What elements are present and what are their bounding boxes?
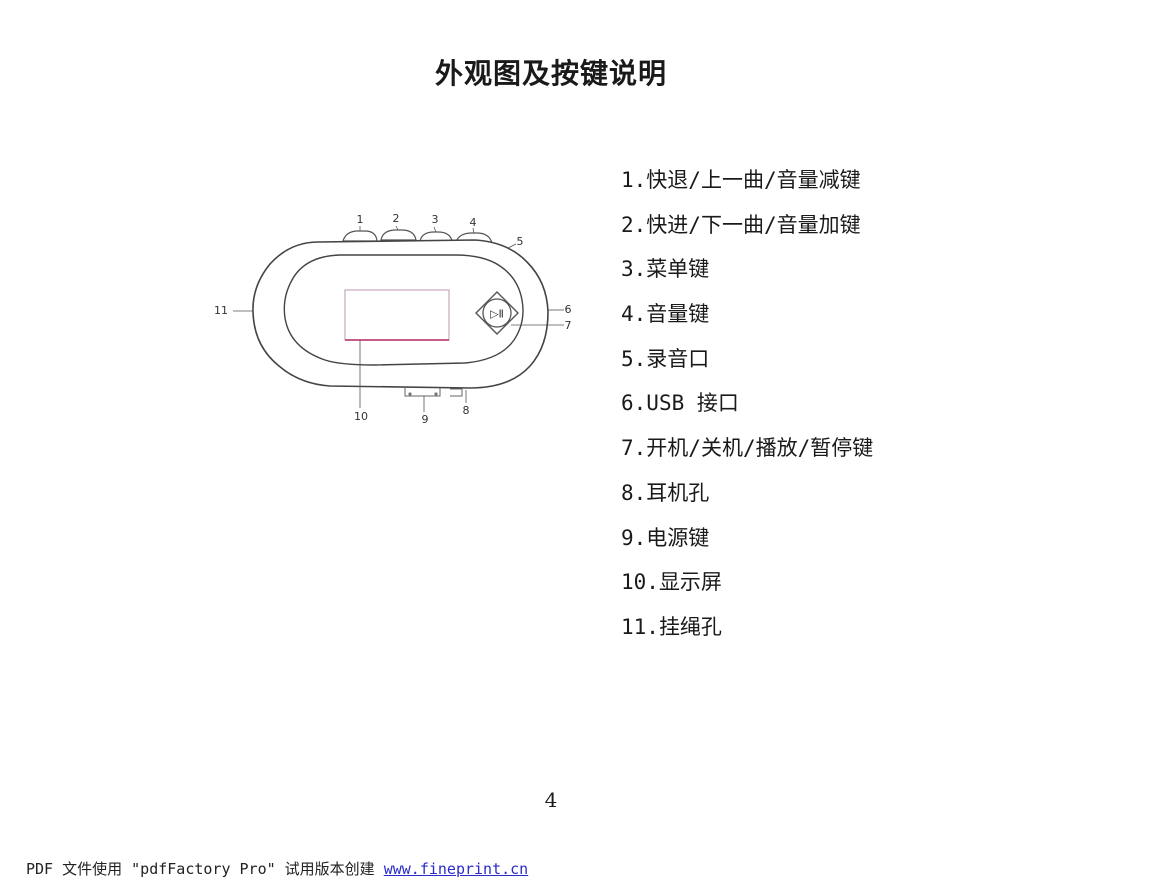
footer-text: PDF 文件使用 "pdfFactory Pro" 试用版本创建 — [26, 860, 384, 878]
item-text: 快进/下一曲/音量加键 — [646, 212, 861, 237]
pdf-footer: PDF 文件使用 "pdfFactory Pro" 试用版本创建 www.fin… — [26, 858, 528, 879]
list-item: 11.挂绳孔 — [621, 607, 873, 652]
callout-2: 2 — [393, 212, 400, 225]
item-number: 4. — [621, 302, 647, 327]
play-pause-icon: ▷Ⅱ — [490, 308, 504, 321]
list-item: 10.显示屏 — [621, 562, 873, 607]
item-text: 耳机孔 — [646, 480, 710, 505]
item-text: 录音口 — [646, 346, 710, 371]
item-number: 2. — [621, 212, 647, 237]
callout-8: 8 — [463, 404, 470, 417]
item-text: 音量键 — [646, 302, 710, 327]
bottom-detail-dot — [434, 392, 438, 396]
menu-button-shape — [419, 231, 453, 242]
play-circle — [482, 298, 512, 328]
device-diagram: ▷Ⅱ 1 2 3 4 5 6 7 8 9 10 11 — [200, 200, 590, 440]
rewind-button-shape — [342, 230, 378, 242]
item-number: 3. — [621, 257, 647, 282]
list-item: 7.开机/关机/播放/暂停键 — [621, 428, 873, 473]
item-number: 5. — [621, 346, 647, 371]
item-text: 菜单键 — [646, 257, 710, 282]
callout-4: 4 — [470, 216, 477, 229]
callout-6: 6 — [565, 303, 572, 316]
list-item: 8.耳机孔 — [621, 473, 873, 518]
callout-3: 3 — [432, 213, 439, 226]
earphone-jack-shape — [450, 388, 463, 397]
item-number: 11. — [621, 614, 659, 639]
item-text: 挂绳孔 — [658, 614, 722, 639]
item-text: USB 接口 — [646, 391, 739, 416]
list-item: 6.USB 接口 — [621, 383, 873, 428]
forward-button-shape — [380, 229, 417, 241]
item-number: 8. — [621, 480, 647, 505]
item-number: 7. — [621, 436, 647, 461]
item-text: 快退/上一曲/音量减键 — [646, 168, 861, 192]
key-legend-list: 1.快退/上一曲/音量减键 2.快进/下一曲/音量加键 3.菜单键 4.音量键 … — [621, 160, 873, 652]
item-number: 9. — [621, 525, 647, 550]
footer-link[interactable]: www.fineprint.cn — [383, 860, 529, 878]
bottom-detail-dot — [408, 392, 412, 396]
bottom-switch-shape — [404, 388, 441, 397]
callout-1: 1 — [357, 213, 364, 226]
list-item: 1.快退/上一曲/音量减键 — [621, 160, 873, 205]
page-title: 外观图及按键说明 — [434, 57, 667, 90]
item-number: 1. — [621, 168, 647, 192]
callout-11: 11 — [214, 304, 228, 317]
display-screen-shape — [344, 289, 450, 341]
callout-9: 9 — [422, 413, 429, 426]
item-number: 10. — [621, 570, 659, 595]
list-item: 9.电源键 — [621, 518, 873, 563]
callout-5: 5 — [517, 235, 524, 248]
item-text: 开机/关机/播放/暂停键 — [646, 436, 874, 461]
page-number: 4 — [544, 788, 558, 812]
callout-7: 7 — [565, 319, 572, 332]
list-item: 2.快进/下一曲/音量加键 — [621, 205, 873, 250]
item-text: 电源键 — [646, 525, 710, 550]
list-item: 4.音量键 — [621, 294, 873, 339]
item-number: 6. — [621, 391, 647, 416]
item-text: 显示屏 — [658, 570, 722, 595]
list-item: 5.录音口 — [621, 339, 873, 384]
list-item: 3.菜单键 — [621, 249, 873, 294]
device-illustration: ▷Ⅱ 1 2 3 4 5 6 7 8 9 10 11 — [214, 212, 572, 426]
callout-10: 10 — [354, 410, 368, 423]
